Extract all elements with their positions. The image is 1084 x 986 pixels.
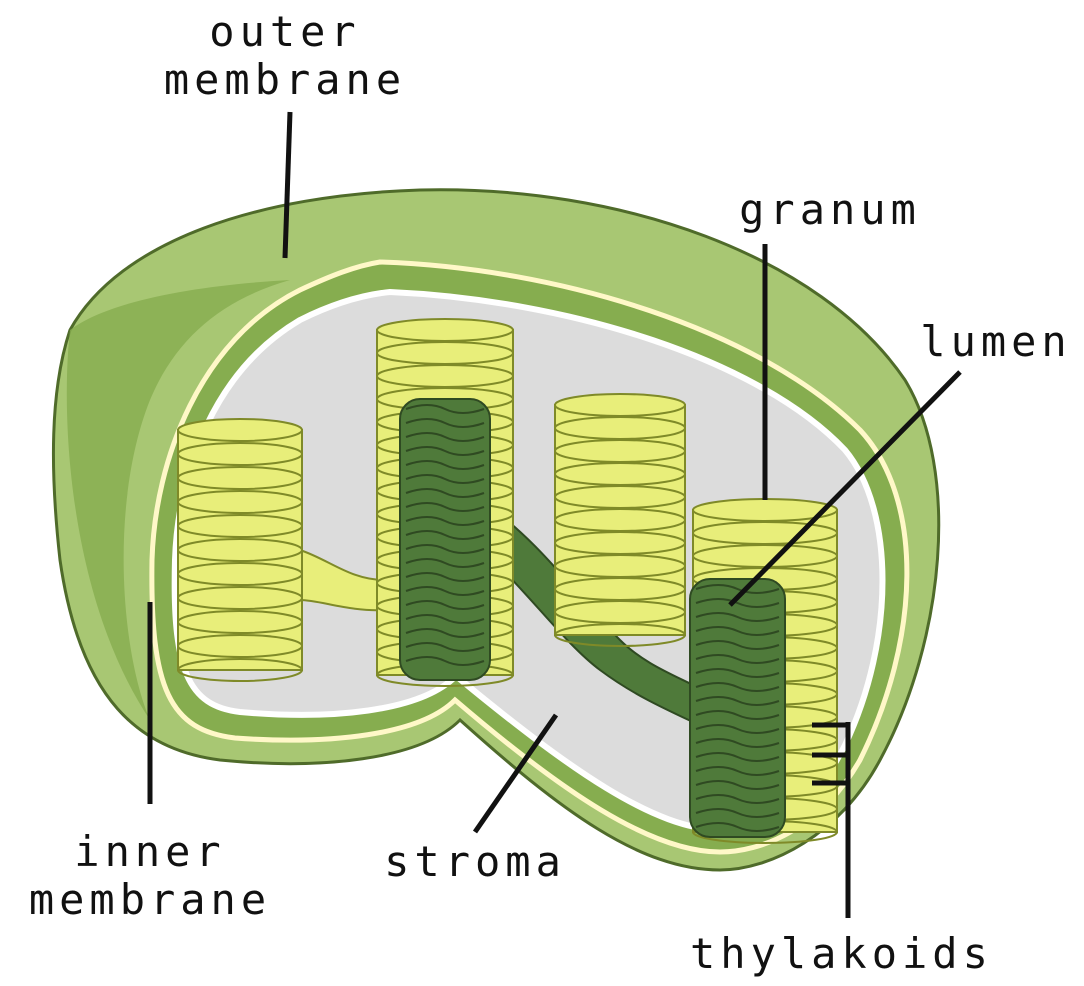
label-outer-membrane-line1: outer xyxy=(150,8,420,56)
label-inner-membrane-line2: membrane xyxy=(10,876,290,924)
label-thylakoids: thylakoids xyxy=(690,930,980,978)
label-thylakoids-text: thylakoids xyxy=(690,930,980,978)
label-inner-membrane: inner membrane xyxy=(10,828,290,924)
granum-stack-right xyxy=(690,499,837,843)
granum-stack-center xyxy=(377,319,513,686)
granum-stack-center-lumen-cutaway xyxy=(400,399,490,680)
label-granum: granum xyxy=(725,186,935,234)
label-stroma-text: stroma xyxy=(375,838,575,886)
label-outer-membrane: outer membrane xyxy=(150,8,420,104)
label-inner-membrane-line1: inner xyxy=(10,828,290,876)
label-granum-text: granum xyxy=(725,186,935,234)
label-stroma: stroma xyxy=(375,838,575,886)
granum-stack-middle-thylakoid-disc xyxy=(555,394,685,416)
granum-stack-left-thylakoid-disc xyxy=(178,419,302,441)
label-outer-membrane-line2: membrane xyxy=(150,56,420,104)
granum-stack-left xyxy=(178,419,302,681)
granum-stack-center-thylakoid-disc xyxy=(377,319,513,341)
granum-stack-middle xyxy=(555,394,685,646)
label-lumen: lumen xyxy=(910,318,1082,366)
label-lumen-text: lumen xyxy=(910,318,1082,366)
